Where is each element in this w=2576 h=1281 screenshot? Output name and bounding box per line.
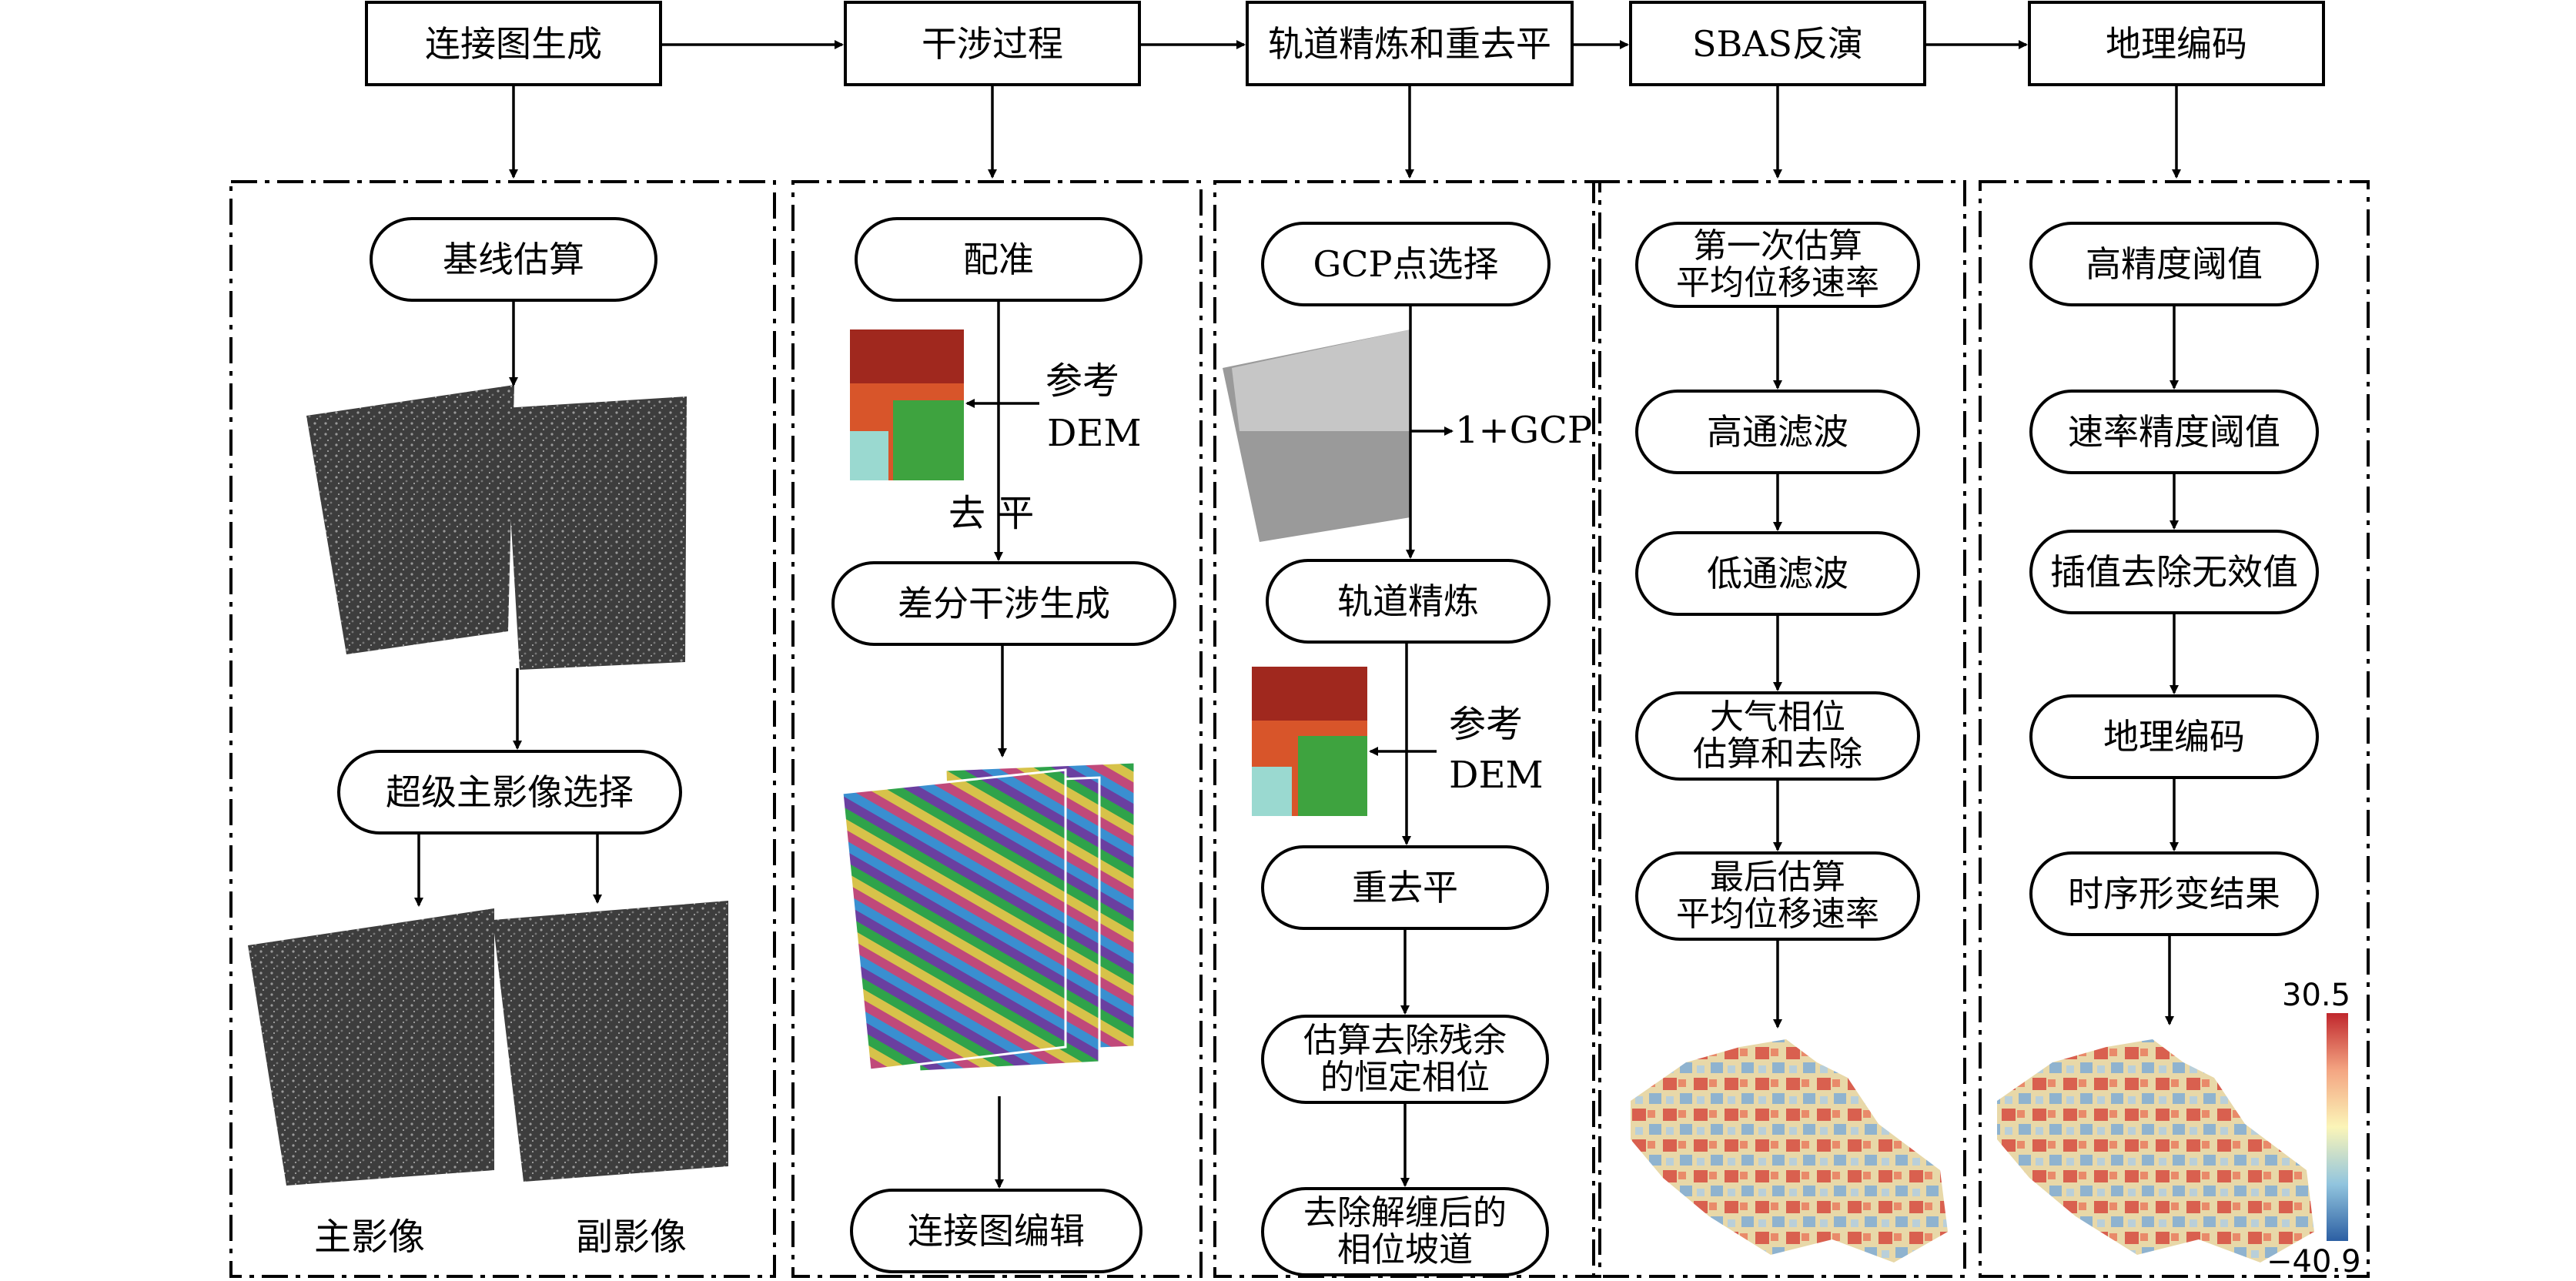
panel-2 xyxy=(791,180,1203,1278)
ref-dem-label-col3-line2: DEM xyxy=(1449,754,1544,797)
atmo-line2: 估算和去除 xyxy=(1693,734,1862,774)
sar-master-image xyxy=(248,908,494,1186)
node-result xyxy=(2029,851,2319,936)
deformation-map-col4 xyxy=(1631,1039,1948,1263)
top-step-2-box xyxy=(844,1,1141,86)
panel-4 xyxy=(1592,180,1966,1278)
colorbar xyxy=(2327,1013,2348,1241)
gcp-image xyxy=(1223,329,1410,542)
top-step-3-label: 轨道精炼和重去平 xyxy=(1268,22,1551,65)
lowpass-label: 低通滤波 xyxy=(1707,553,1848,594)
panel-5 xyxy=(1979,180,2370,1278)
node-ramp xyxy=(1261,1187,1549,1276)
highpass-label: 高通滤波 xyxy=(1707,411,1848,453)
gcp-count-label: 1+GCP xyxy=(1455,409,1593,452)
first-estimate-line1: 第一次估算 xyxy=(1693,226,1862,266)
ref-dem-label-col2-line2: DEM xyxy=(1047,412,1142,455)
node-diff-interferogram xyxy=(831,561,1176,646)
deformation-map-col5 xyxy=(1997,1039,2314,1263)
result-label: 时序形变结果 xyxy=(2068,873,2280,915)
final-estimate-line1: 最后估算 xyxy=(1710,858,1845,897)
colorbar-max-label: 30.5 xyxy=(2282,978,2351,1013)
connection-edit-label: 连接图编辑 xyxy=(908,1210,1085,1252)
process-nodes xyxy=(337,217,2319,1276)
node-super-master xyxy=(337,750,682,834)
residual-label: 估算去除残余 的恒定相位 xyxy=(1263,1016,1547,1102)
gcp-select-label: GCP点选择 xyxy=(1313,243,1499,285)
top-step-1-box xyxy=(365,1,662,86)
master-image-label: 主影像 xyxy=(314,1216,426,1259)
coregistration-label: 配准 xyxy=(963,239,1034,280)
panel-1 xyxy=(229,180,776,1278)
ramp-label-line1: 去除解缠后的 xyxy=(1303,1193,1507,1233)
colorbar-min-label: −40.9 xyxy=(2267,1244,2361,1279)
final-estimate-line2: 平均位移速率 xyxy=(1676,895,1879,934)
top-step-5-label: 地理编码 xyxy=(2106,22,2247,65)
final-estimate-label: 最后估算 平均位移速率 xyxy=(1637,853,1919,939)
residual-label-line1: 估算去除残余 xyxy=(1303,1021,1507,1060)
down-arrows xyxy=(509,85,2181,179)
interferogram-stack xyxy=(841,761,1136,1073)
super-master-label: 超级主影像选择 xyxy=(386,771,634,813)
dem-thumbnail-col3 xyxy=(1252,667,1367,816)
flatten-label: 去 平 xyxy=(948,492,1035,535)
ref-dem-label-col2-line1: 参考 xyxy=(1045,360,1120,403)
top-step-2-label: 干涉过程 xyxy=(922,22,1063,65)
high-precision-label: 高精度阈值 xyxy=(2086,243,2263,285)
sar-slave-image xyxy=(493,901,728,1182)
dem-thumbnail-col2 xyxy=(850,329,964,480)
atmo-line1: 大气相位 xyxy=(1710,697,1845,737)
node-orbit-refine xyxy=(1266,559,1551,644)
node-gcp-select xyxy=(1261,222,1551,306)
ramp-label-line2: 相位坡道 xyxy=(1337,1230,1473,1269)
rate-precision-label: 速率精度阈值 xyxy=(2068,411,2280,453)
atmo-label: 大气相位 估算和去除 xyxy=(1637,693,1919,779)
baseline-label: 基线估算 xyxy=(443,239,584,280)
diff-interferogram-label: 差分干涉生成 xyxy=(898,583,1110,624)
top-step-1-label: 连接图生成 xyxy=(425,22,602,65)
geocode-label: 地理编码 xyxy=(2103,716,2245,758)
sar-image-pair-top xyxy=(306,385,687,670)
residual-label-line2: 的恒定相位 xyxy=(1320,1058,1490,1097)
first-estimate-label: 第一次估算 平均位移速率 xyxy=(1637,223,1919,306)
inner-arrows xyxy=(414,300,2179,1189)
slave-image-label: 副影像 xyxy=(576,1216,687,1259)
reflatten-label: 重去平 xyxy=(1352,867,1458,908)
node-connection-edit xyxy=(850,1189,1142,1273)
top-step-boxes xyxy=(365,1,2325,86)
top-step-4-label: SBAS反演 xyxy=(1691,22,1864,65)
first-estimate-line2: 平均位移速率 xyxy=(1676,263,1879,303)
orbit-refine-label: 轨道精炼 xyxy=(1337,580,1479,622)
ref-dem-label-col3-line1: 参考 xyxy=(1449,703,1524,746)
interp-label: 插值去除无效值 xyxy=(2050,551,2298,593)
ramp-label: 去除解缠后的 相位坡道 xyxy=(1263,1189,1547,1275)
